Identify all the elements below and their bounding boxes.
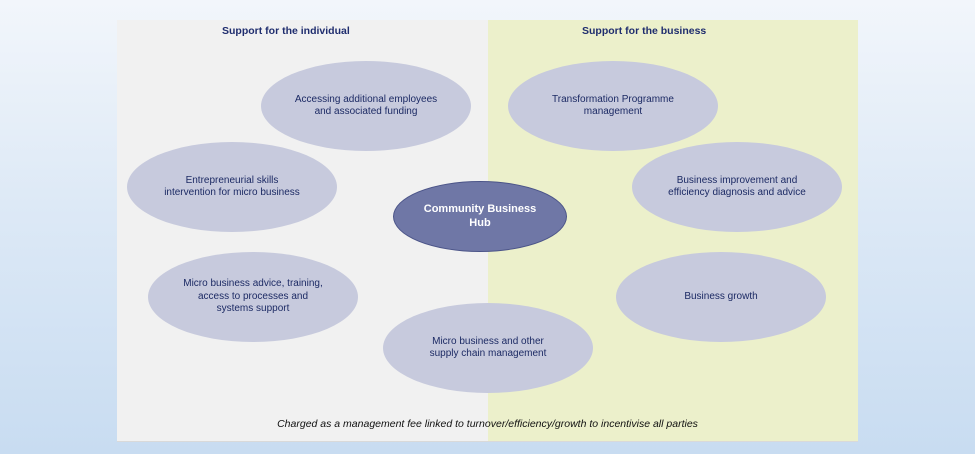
business-support-heading: Support for the business [582, 25, 707, 37]
node-supply-chain-management: Micro business and other supply chain ma… [383, 303, 593, 393]
bottom-divider [117, 441, 858, 442]
node-micro-business-advice: Micro business advice, training, access … [148, 252, 358, 342]
node-transformation-programme: Transformation Programme management [508, 61, 718, 151]
community-business-hub: Community Business Hub [393, 181, 567, 252]
node-additional-employees: Accessing additional employees and assoc… [261, 61, 471, 151]
node-business-improvement: Business improvement and efficiency diag… [632, 142, 842, 232]
individual-support-heading: Support for the individual [222, 25, 350, 37]
node-business-growth: Business growth [616, 252, 826, 342]
footer-note: Charged as a management fee linked to tu… [277, 418, 698, 430]
node-entrepreneurial-skills: Entrepreneurial skills intervention for … [127, 142, 337, 232]
